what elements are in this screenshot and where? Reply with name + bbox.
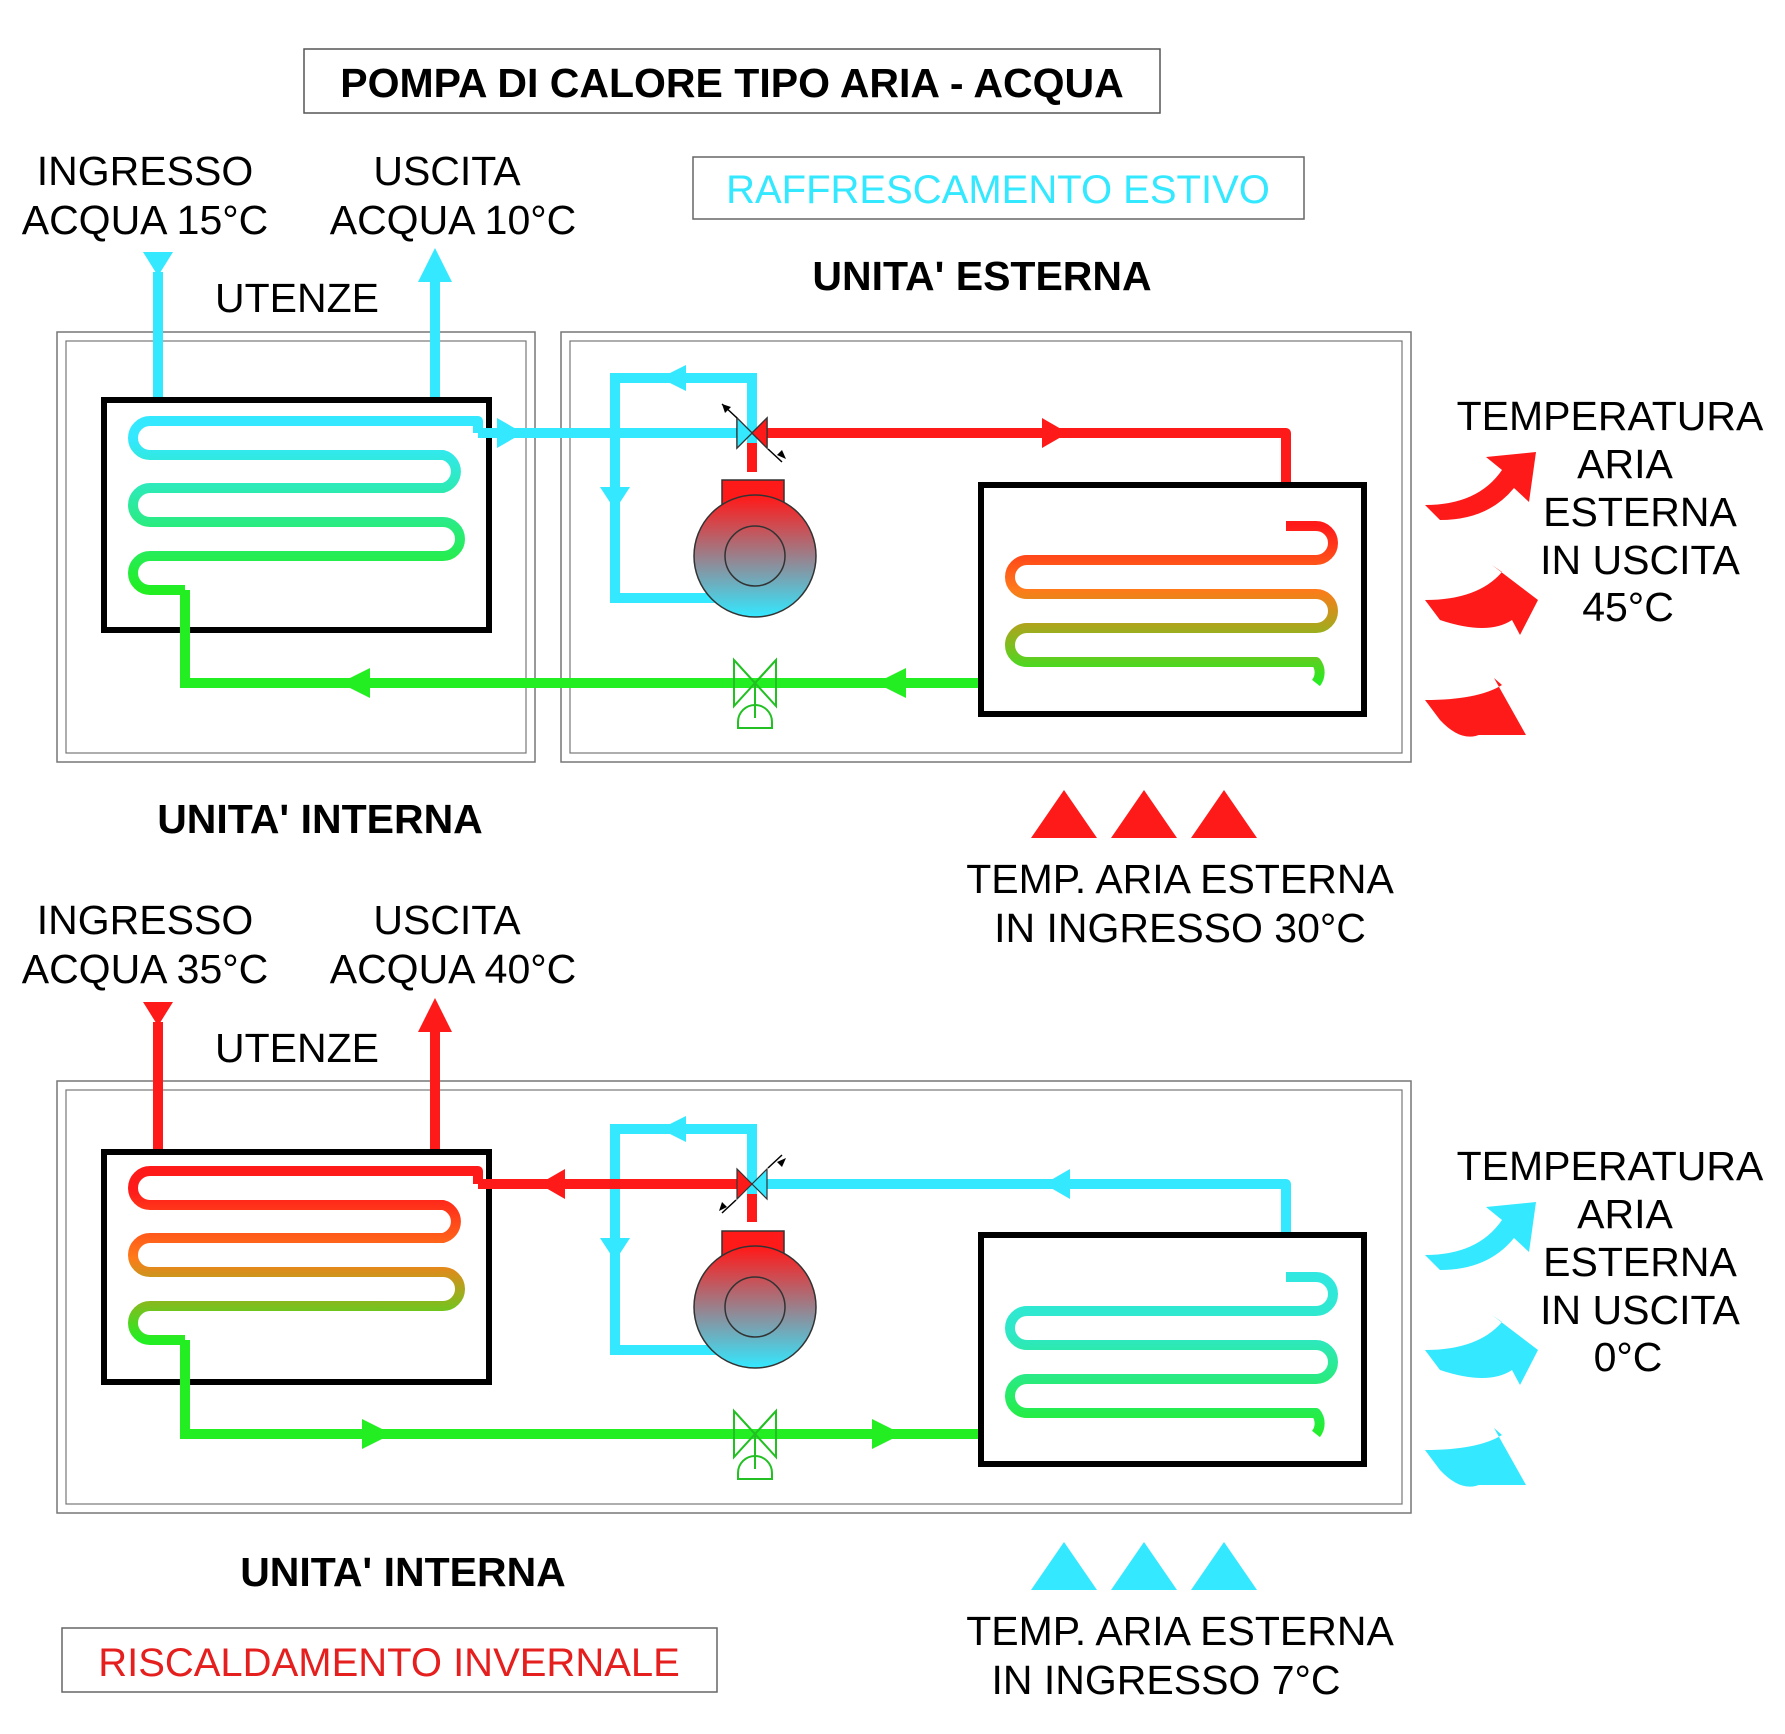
winter-inlet-label-2: ACQUA 35°C [22, 946, 269, 992]
summer-indoor-unit-label: UNITA' INTERNA [157, 796, 483, 842]
winter-reversing-valve-icon [719, 1154, 786, 1214]
winter-inlet-label-1: INGRESSO [37, 897, 253, 943]
summer-reversing-valve-icon [721, 403, 786, 463]
summer-air-in-label-1: TEMP. ARIA ESTERNA [966, 856, 1394, 902]
summer-exhaust-air-arrows [1425, 452, 1538, 737]
winter-air-in-label-2: IN INGRESSO 7°C [991, 1657, 1340, 1703]
summer-outlet-label-2: ACQUA 10°C [330, 197, 577, 243]
winter-air-out-label-3: ESTERNA [1543, 1239, 1737, 1285]
summer-indoor-exchanger [101, 397, 492, 633]
winter-inlet-arrow-icon [143, 1002, 173, 1026]
summer-outlet-arrow-icon [418, 248, 452, 282]
summer-outdoor-exchanger [978, 482, 1367, 717]
summer-air-in-label-2: IN INGRESSO 30°C [994, 905, 1366, 951]
summer-flow-arrow-icon [497, 418, 523, 448]
summer-inlet-label-1: INGRESSO [37, 148, 253, 194]
winter-air-out-label-1: TEMPERATURA [1457, 1143, 1764, 1189]
summer-utenze-label: UTENZE [215, 275, 379, 321]
summer-compressor-icon [693, 479, 817, 618]
summer-air-out-label-2: ARIA [1577, 441, 1673, 487]
summer-intake-air-arrows [1031, 790, 1257, 838]
winter-intake-air-arrows [1031, 1542, 1257, 1590]
winter-indoor-unit-label: UNITA' INTERNA [240, 1549, 566, 1595]
winter-air-out-label-2: ARIA [1577, 1191, 1673, 1237]
summer-air-out-label-3: ESTERNA [1543, 489, 1737, 535]
winter-outlet-label-2: ACQUA 40°C [330, 946, 577, 992]
heating-mode-box [61, 1627, 718, 1693]
winter-outlet-label-1: USCITA [373, 897, 521, 943]
cooling-mode-label: RAFFRESCAMENTO ESTIVO [726, 168, 1270, 212]
summer-indoor-unit-frame [56, 331, 536, 763]
summer-inlet-label-2: ACQUA 15°C [22, 197, 269, 243]
winter-outlet-arrow-icon [418, 998, 452, 1032]
summer-expansion-valve-icon [733, 657, 777, 729]
winter-indoor-coil [128, 1166, 483, 1345]
summer-air-out-label-5: 45°C [1582, 584, 1674, 630]
winter-exhaust-air-arrows [1425, 1202, 1538, 1487]
winter-flow-arrow-icon [539, 1169, 565, 1199]
summer-inlet-arrow-icon [143, 252, 173, 276]
winter-outdoor-coil [1005, 1272, 1338, 1438]
page-title: POMPA DI CALORE TIPO ARIA - ACQUA [340, 60, 1124, 106]
winter-expansion-valve-icon [733, 1408, 777, 1480]
outdoor-unit-label: UNITA' ESTERNA [812, 253, 1151, 299]
summer-outlet-label-1: USCITA [373, 148, 521, 194]
summer-outdoor-coil [1005, 521, 1338, 687]
heating-mode-label: RISCALDAMENTO INVERNALE [98, 1641, 680, 1685]
winter-unit-frame [56, 1080, 1412, 1514]
winter-compressor-icon [693, 1230, 817, 1369]
summer-outdoor-unit-frame [560, 331, 1412, 763]
winter-air-out-label-5: 0°C [1594, 1334, 1663, 1380]
cooling-mode-box [692, 156, 1305, 220]
summer-air-out-label-4: IN USCITA [1540, 537, 1740, 583]
winter-utenze-label: UTENZE [215, 1025, 379, 1071]
winter-air-out-label-4: IN USCITA [1540, 1287, 1740, 1333]
title-box [303, 48, 1161, 114]
summer-indoor-coil [128, 416, 483, 595]
winter-air-in-label-1: TEMP. ARIA ESTERNA [966, 1608, 1394, 1654]
summer-air-out-label-1: TEMPERATURA [1457, 393, 1764, 439]
